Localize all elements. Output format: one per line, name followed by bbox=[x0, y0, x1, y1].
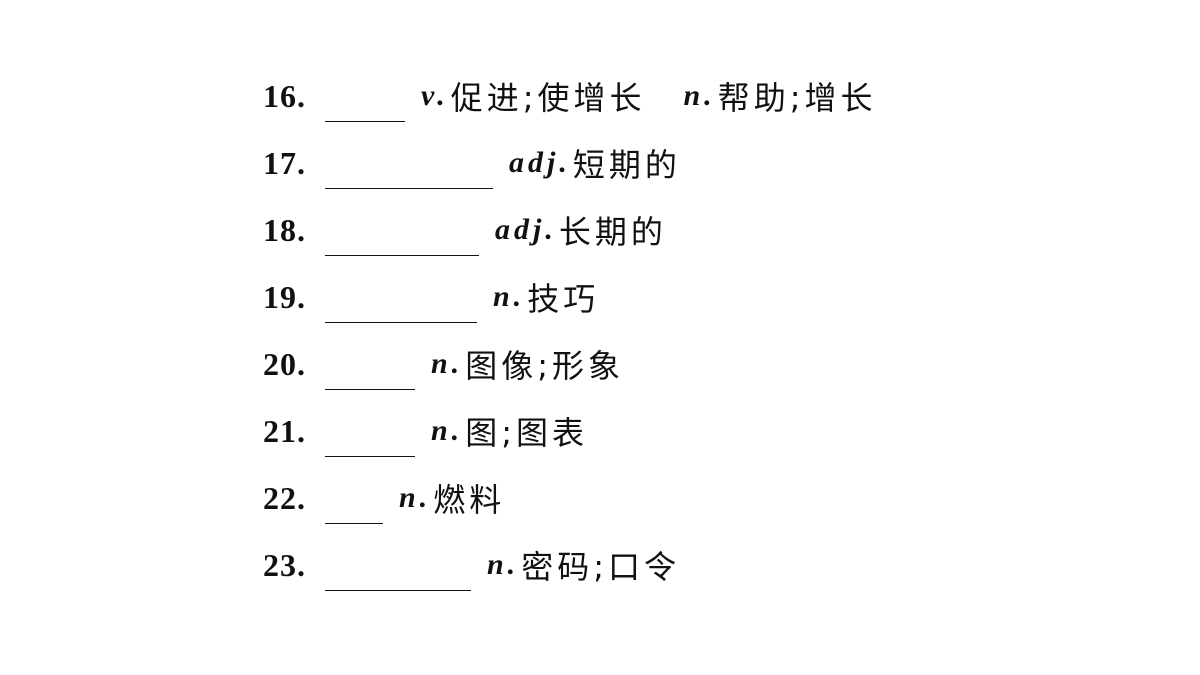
item-number: 22. bbox=[263, 479, 306, 516]
item-number: 19. bbox=[263, 278, 306, 315]
vocab-item: 16. v. 促进;使增长 n. 帮助;增长 bbox=[263, 74, 877, 122]
part-of-speech: n. bbox=[431, 414, 464, 447]
answer-blank[interactable] bbox=[325, 353, 415, 390]
part-of-speech: adj. bbox=[509, 146, 571, 179]
answer-blank[interactable] bbox=[325, 152, 493, 189]
part-of-speech: n. bbox=[683, 79, 716, 112]
chinese-meaning: 图;图表 bbox=[465, 414, 588, 452]
vocab-item: 19. n. 技巧 bbox=[263, 275, 600, 323]
vocab-item: 20. n. 图像;形象 bbox=[263, 342, 624, 390]
vocab-item: 22. n. 燃料 bbox=[263, 476, 506, 524]
item-number: 17. bbox=[263, 144, 306, 181]
chinese-meaning: 燃料 bbox=[433, 481, 506, 519]
chinese-meaning: 图像;形象 bbox=[465, 347, 624, 385]
answer-blank[interactable] bbox=[325, 286, 477, 323]
answer-blank[interactable] bbox=[325, 554, 471, 591]
item-number: 21. bbox=[263, 412, 306, 449]
chinese-meaning: 促进;使增长 bbox=[450, 79, 646, 117]
part-of-speech: n. bbox=[431, 347, 464, 380]
item-number: 16. bbox=[263, 77, 306, 114]
part-of-speech: adj. bbox=[495, 213, 557, 246]
item-number: 18. bbox=[263, 211, 306, 248]
answer-blank[interactable] bbox=[325, 219, 479, 256]
vocab-item: 23. n. 密码;口令 bbox=[263, 543, 680, 591]
item-number: 23. bbox=[263, 546, 306, 583]
chinese-meaning: 短期的 bbox=[572, 146, 681, 184]
part-of-speech: n. bbox=[399, 481, 432, 514]
vocab-item: 17. adj. 短期的 bbox=[263, 141, 681, 189]
vocab-item: 21. n. 图;图表 bbox=[263, 409, 588, 457]
part-of-speech: v. bbox=[421, 79, 449, 112]
part-of-speech: n. bbox=[493, 280, 526, 313]
item-number: 20. bbox=[263, 345, 306, 382]
chinese-meaning: 密码;口令 bbox=[521, 548, 680, 586]
answer-blank[interactable] bbox=[325, 420, 415, 457]
answer-blank[interactable] bbox=[325, 85, 405, 122]
chinese-meaning: 帮助;增长 bbox=[717, 79, 877, 117]
vocab-item: 18. adj. 长期的 bbox=[263, 208, 667, 256]
part-of-speech: n. bbox=[487, 548, 520, 581]
answer-blank[interactable] bbox=[325, 487, 383, 524]
chinese-meaning: 长期的 bbox=[558, 213, 667, 251]
chinese-meaning: 技巧 bbox=[527, 280, 600, 318]
